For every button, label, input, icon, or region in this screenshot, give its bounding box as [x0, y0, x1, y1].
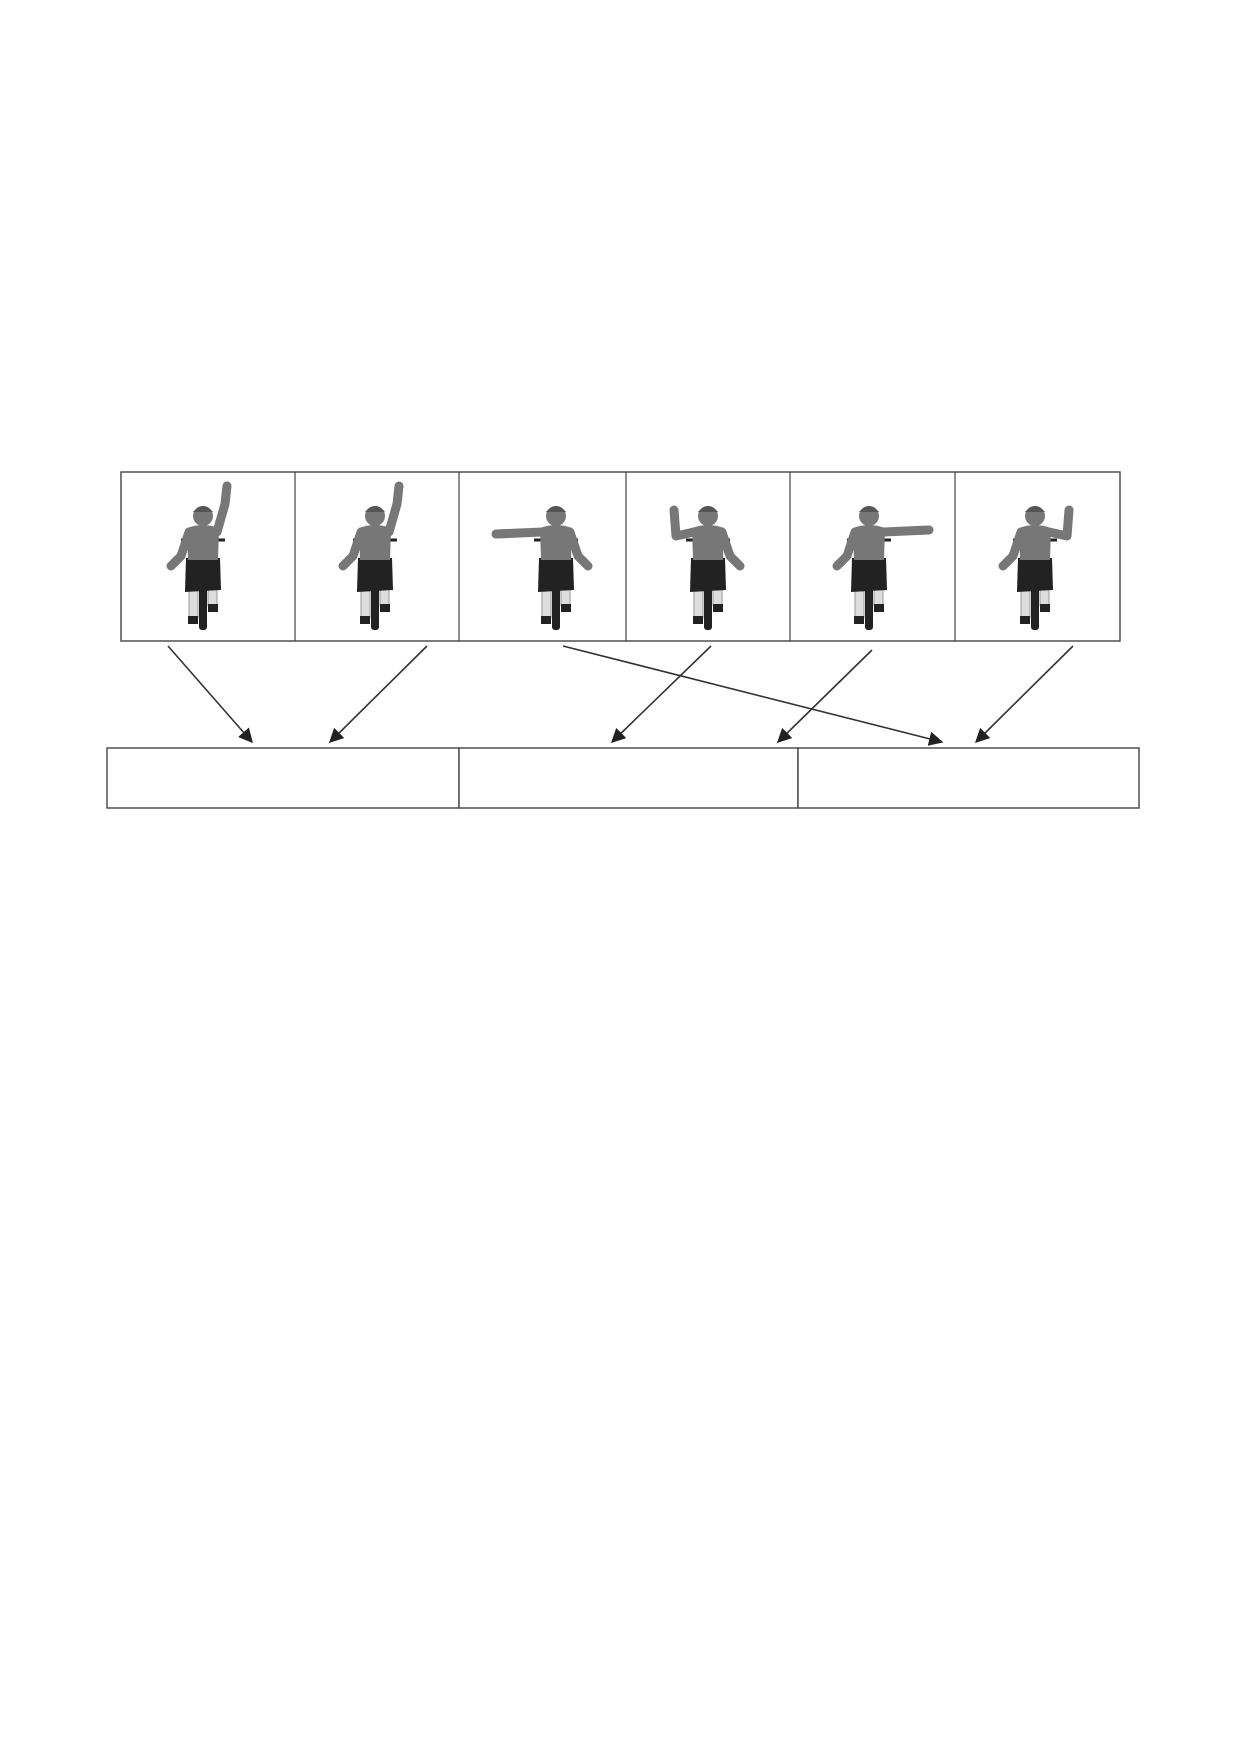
cyclist-figure [669, 505, 745, 630]
cyclist-figure [832, 506, 934, 630]
cyclist-figure [998, 505, 1074, 630]
answer-box-3[interactable] [797, 747, 1140, 809]
answer-box-1[interactable] [106, 747, 460, 809]
cyclist-figure [491, 506, 593, 630]
image-strip [120, 471, 1121, 642]
connection-arrow [562, 645, 944, 746]
cyclist-figure [338, 481, 404, 630]
connection-arrow [974, 645, 1074, 744]
connection-arrow [328, 645, 428, 744]
connection-arrow [776, 649, 873, 744]
connection-arrows [167, 645, 1074, 746]
answer-box-2[interactable] [458, 747, 799, 809]
cyclist-figure [166, 481, 232, 630]
cyclist-figures [166, 481, 1074, 630]
connection-arrow [167, 645, 253, 744]
connection-arrow [610, 645, 712, 744]
answer-boxes-row [106, 747, 1140, 809]
